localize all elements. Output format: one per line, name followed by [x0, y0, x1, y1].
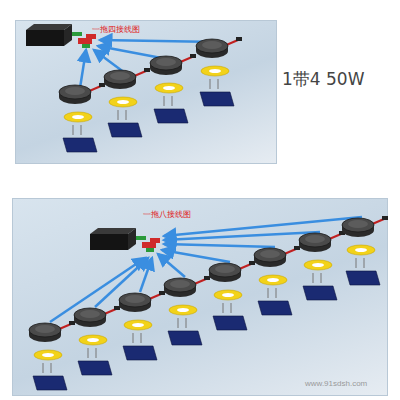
diagram-panel: 一拖四接线图 — [15, 20, 277, 164]
panel-title: 一拖八接线图 — [143, 209, 191, 220]
panel-title: 一拖四接线图 — [92, 24, 140, 35]
spec-label: 1带4 50W — [282, 68, 364, 91]
watermark: www.91sdsh.com — [305, 379, 367, 388]
diagram-panel: 一拖八接线图 — [12, 198, 388, 396]
